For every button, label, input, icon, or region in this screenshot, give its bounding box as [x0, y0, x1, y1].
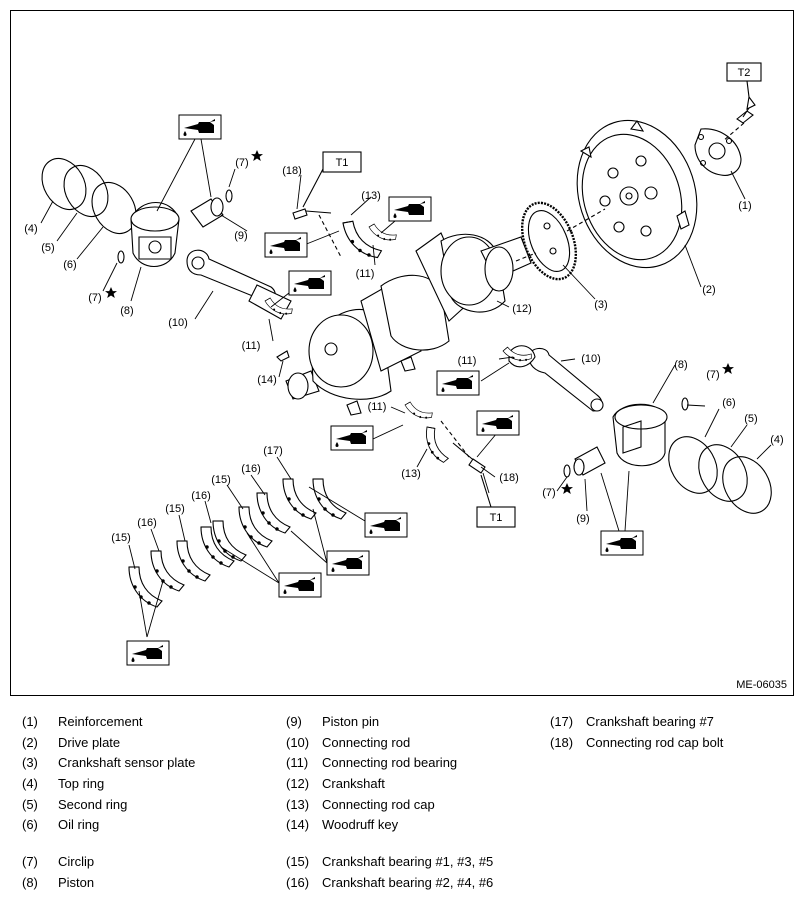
circlip-left-lower	[117, 250, 125, 264]
callout-13: (13)	[361, 190, 381, 202]
star-icon	[250, 149, 264, 162]
callout-labels: (1) (2) (3) (4) (5) (6) (7) (7) (8) (9) …	[24, 157, 783, 544]
piston-rings-left	[41, 158, 137, 234]
callout-15: (15)	[165, 503, 185, 515]
callout-11: (11)	[242, 340, 261, 352]
circlip-right-lower	[563, 464, 571, 478]
piston-left	[130, 202, 180, 267]
callout-12: (12)	[512, 303, 532, 315]
parts-legend: (1)Reinforcement (2)Drive plate (3)Crank…	[22, 714, 724, 890]
callout-16: (16)	[241, 463, 261, 475]
oil-can-icon	[436, 370, 480, 396]
diagram-frame: T2	[10, 10, 794, 696]
piston-pin-left	[190, 197, 224, 228]
torque-tag-t1-upper: T1	[302, 151, 362, 208]
callout-15: (15)	[211, 474, 231, 486]
callout-11: (11)	[368, 401, 387, 413]
piston-right	[612, 403, 668, 467]
callout-10: (10)	[168, 317, 188, 329]
svg-text:T2: T2	[738, 67, 751, 79]
oil-can-icon	[388, 196, 432, 222]
oil-can-icon	[326, 550, 370, 576]
callout-9: (9)	[234, 230, 247, 242]
cap-bolt-upper	[292, 208, 342, 258]
callout-11: (11)	[356, 268, 375, 280]
callout-7: (7)	[542, 487, 555, 499]
oil-can-icon	[288, 270, 332, 296]
oil-can-icon	[476, 410, 520, 436]
circlip-left-upper	[225, 189, 233, 203]
figure-id: ME-06035	[736, 679, 787, 691]
oil-can-icon	[178, 114, 222, 140]
oil-can-icon	[126, 640, 170, 666]
callout-6: (6)	[722, 397, 735, 409]
callout-16: (16)	[137, 517, 157, 529]
torque-tag-t1-lower: T1	[476, 474, 516, 528]
callout-5: (5)	[41, 242, 54, 254]
callout-5: (5)	[744, 413, 757, 425]
callout-4: (4)	[770, 434, 783, 446]
callout-10: (10)	[581, 353, 601, 365]
cap-bolt-lower	[440, 420, 486, 474]
reinforcement	[694, 128, 742, 176]
piston-pin-right	[573, 446, 606, 476]
callout-8: (8)	[120, 305, 133, 317]
callout-1: (1)	[738, 200, 751, 212]
callout-2: (2)	[702, 284, 715, 296]
callout-7: (7)	[706, 369, 719, 381]
oil-can-icon	[364, 512, 408, 538]
connecting-rod-bearing-lower-b	[404, 394, 435, 427]
connecting-rod-cap-lower	[421, 426, 454, 464]
oil-can-icon	[600, 530, 644, 556]
exploded-view-diagram: T2	[24, 62, 784, 666]
oil-can-icon	[278, 572, 322, 598]
callout-7: (7)	[235, 157, 248, 169]
woodruff-key	[276, 350, 290, 362]
svg-text:T1: T1	[490, 512, 503, 524]
callout-8: (8)	[674, 359, 687, 371]
connecting-rod-cap-upper	[342, 216, 383, 263]
drive-plate	[576, 119, 698, 269]
callout-11: (11)	[458, 355, 477, 367]
crankshaft-sensor-plate	[520, 201, 578, 281]
circlip-right-upper	[681, 397, 689, 411]
star-icon	[560, 482, 574, 495]
callout-17: (17)	[263, 445, 283, 457]
callout-14: (14)	[257, 374, 277, 386]
callout-18: (18)	[499, 472, 519, 484]
callout-18: (18)	[282, 165, 302, 177]
drive-plate-bolt	[722, 95, 756, 142]
svg-text:T1: T1	[336, 157, 349, 169]
callout-3: (3)	[594, 299, 607, 311]
callout-4: (4)	[24, 223, 37, 235]
callout-9: (9)	[576, 513, 589, 525]
torque-tag-t2: T2	[726, 62, 762, 98]
callout-15: (15)	[111, 532, 131, 544]
callout-6: (6)	[63, 259, 76, 271]
star-icon	[721, 362, 735, 375]
oil-can-icon	[330, 425, 374, 451]
callout-16: (16)	[191, 490, 211, 502]
oil-can-icon	[264, 232, 308, 258]
callout-7: (7)	[88, 292, 101, 304]
leader-lines	[40, 138, 772, 638]
callout-13: (13)	[401, 468, 421, 480]
star-icon	[104, 286, 118, 299]
crankshaft	[285, 232, 532, 416]
piston-rings-right	[668, 436, 772, 514]
